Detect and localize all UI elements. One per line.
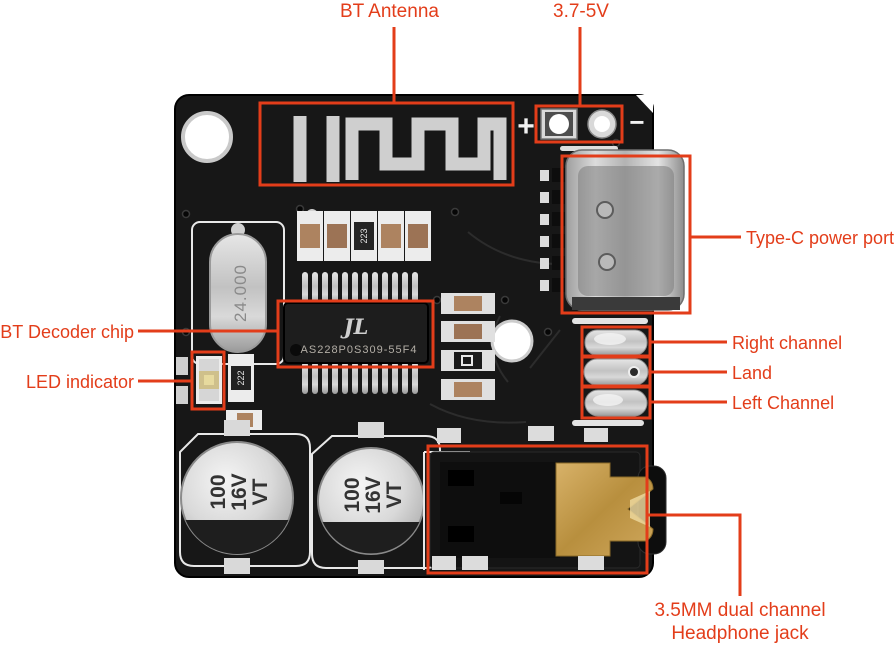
annotation-line-jack xyxy=(647,513,742,596)
electrolytic-capacitor-1: 100 16V VT xyxy=(179,420,311,574)
annotation-box-antenna xyxy=(258,101,515,187)
power-pad-hole xyxy=(549,114,569,134)
label-headphone-jack: 3.5MM dual channel Headphone jack xyxy=(627,599,853,645)
label-right-channel: Right channel xyxy=(732,333,843,353)
power-input-pads: + − xyxy=(517,107,645,151)
copper-trace xyxy=(529,329,561,369)
pcb-board: + − xyxy=(174,94,685,578)
capacitor-polarity-mark xyxy=(185,520,289,555)
chip-pins-top xyxy=(302,272,418,304)
resistor-body xyxy=(231,366,251,390)
cap-series: VT xyxy=(383,481,406,508)
resistor-marking: 222 xyxy=(236,370,246,385)
smd-resistor-column xyxy=(441,293,495,400)
chip-pins-bottom xyxy=(302,362,418,394)
chip-logo: JL xyxy=(340,314,369,339)
type-c-rivet xyxy=(598,253,616,271)
label-left-channel: Left Channel xyxy=(732,393,835,413)
type-c-rivet xyxy=(596,201,614,219)
cap-voltage: 16V xyxy=(228,473,251,510)
label-decoder-chip: BT Decoder chip xyxy=(0,322,134,342)
bt-decoder-chip: JL AS228P0S309-55F4 xyxy=(283,272,429,394)
chip-body xyxy=(283,302,429,364)
cap-voltage: 16V xyxy=(362,476,385,513)
audio-output-pads xyxy=(572,318,649,426)
copper-trace xyxy=(429,403,527,424)
crystal-marking: 24.000 xyxy=(231,264,250,322)
cap-value: 100 xyxy=(341,477,364,512)
label-typec-port: Type-C power port xyxy=(746,228,894,248)
label-land: Land xyxy=(732,363,773,383)
headphone-jack xyxy=(423,426,667,570)
crystal-can xyxy=(209,233,267,353)
bt-antenna-trace xyxy=(293,116,507,221)
plus-silkscreen: + xyxy=(517,110,535,143)
cap-value: 100 xyxy=(207,474,230,509)
label-headphone-jack-line2: Headphone jack xyxy=(671,623,809,644)
type-c-solder-edge xyxy=(572,297,680,310)
jack-contact-tip xyxy=(630,491,650,527)
chip-pin1-dot xyxy=(290,344,302,356)
annotation-box-jack xyxy=(426,444,649,575)
board-corner-chamfer xyxy=(636,95,653,113)
capacitor-polarity-mark xyxy=(322,522,420,554)
label-led-indicator: LED indicator xyxy=(25,372,134,392)
mounting-hole xyxy=(181,111,233,163)
label-bt-antenna: BT Antenna xyxy=(340,1,439,22)
label-headphone-jack-line1: 3.5MM dual channel xyxy=(654,600,826,621)
minus-silkscreen: − xyxy=(629,107,644,137)
power-pad-hole xyxy=(594,116,610,132)
center-hole xyxy=(490,319,534,363)
type-c-connector xyxy=(540,149,685,311)
label-power-input: 3.7-5V xyxy=(553,1,609,22)
annotation-box-typec xyxy=(560,154,692,315)
chip-marking: AS228P0S309-55F4 xyxy=(301,344,418,356)
crystal-oscillator: 24.000 xyxy=(191,221,285,365)
annotation-box-chip xyxy=(276,299,435,369)
type-c-cavity xyxy=(578,166,674,296)
smd-capacitor-row: 223 xyxy=(297,211,431,261)
electrolytic-capacitor-2: 100 16V VT xyxy=(311,422,441,574)
cap-series: VT xyxy=(249,478,272,505)
land-pad-hole xyxy=(628,366,640,378)
smd-223-marking: 223 xyxy=(359,228,369,243)
annotation-overlay xyxy=(138,27,742,596)
